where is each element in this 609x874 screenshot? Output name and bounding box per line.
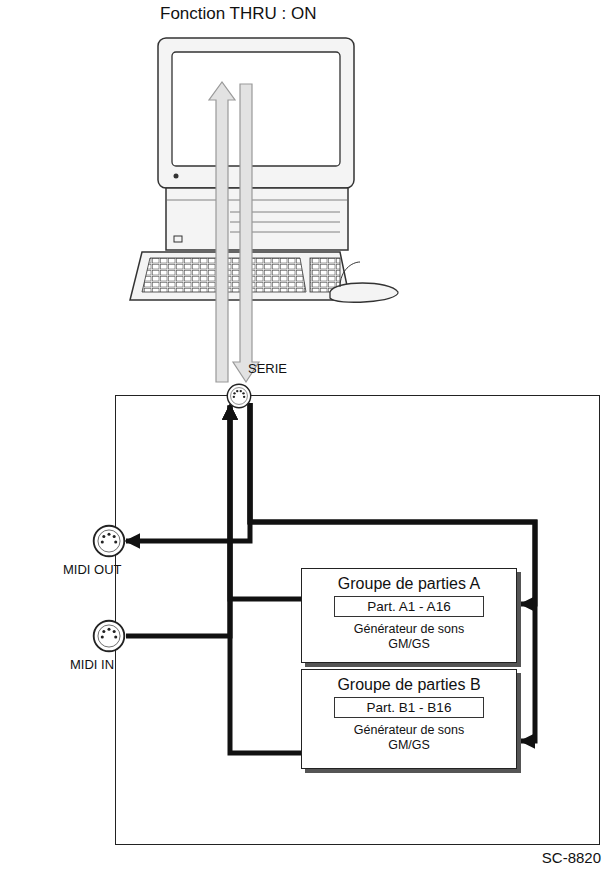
connector-socket (226, 383, 252, 409)
port-label: MIDI IN (70, 657, 114, 672)
part-range-box: Part. B1 - B16 (334, 697, 484, 718)
midi-in-jack: MIDI IN (92, 619, 126, 653)
connector-socket (92, 524, 126, 558)
signal-line (126, 403, 250, 541)
generator-note: Générateur de sons GM/GS (345, 622, 473, 652)
group-heading: Groupe de parties A (310, 575, 508, 593)
signal-line (230, 405, 301, 753)
connector-socket (92, 619, 126, 653)
part-range: Part. B1 - B16 (341, 700, 477, 715)
serial-port: SERIE (226, 383, 252, 409)
model-name: SC-8820 (542, 849, 601, 866)
midi-out-jack: MIDI OUT (92, 524, 126, 558)
figure-title: Fonction THRU : ON (160, 4, 317, 24)
port-label: MIDI OUT (63, 562, 122, 577)
part-group-box: Groupe de parties B Part. B1 - B16Générat… (301, 669, 517, 769)
signal-line (230, 405, 301, 599)
part-group-box: Groupe de parties A Part. A1 - A16Générat… (301, 568, 517, 663)
device-housing: SC-8820SERIEMIDI OUTMIDI INGroupe de par… (115, 395, 600, 845)
generator-note: Générateur de sons GM/GS (345, 723, 473, 753)
signal-line (126, 405, 230, 636)
group-heading: Groupe de parties B (310, 676, 508, 694)
port-label: SERIE (248, 361, 287, 376)
part-range-box: Part. A1 - A16 (334, 596, 484, 617)
part-range: Part. A1 - A16 (341, 599, 477, 614)
